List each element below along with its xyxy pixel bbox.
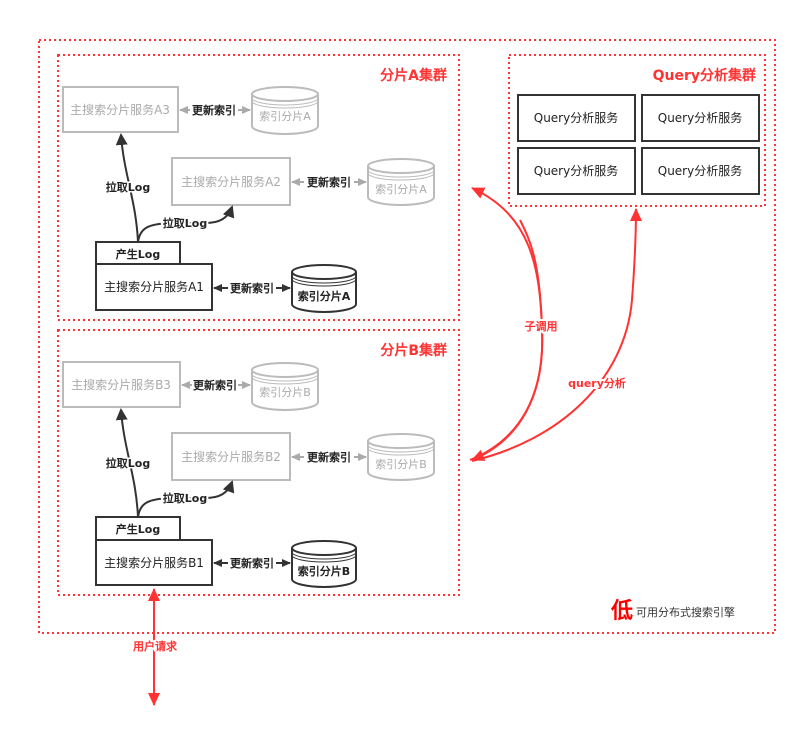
primary-a1-box[interactable] bbox=[95, 263, 213, 311]
replica-b2-box[interactable] bbox=[171, 432, 291, 481]
query-analysis-label: query分析 bbox=[568, 376, 626, 390]
index-shard-a1-cylinder[interactable] bbox=[291, 264, 357, 313]
query-cluster: Query分析集群 Query分析服务 Query分析服务 Query分析服务 … bbox=[508, 54, 766, 207]
replica-b2-label: 主搜索分片服务B2 bbox=[181, 449, 281, 464]
index-shard-b2-cylinder[interactable] bbox=[367, 433, 435, 481]
cluster-b: 分片B集群 主搜索分片服务B3 更新索引 索引分片B 主搜索分片服务B2 更新索… bbox=[57, 329, 460, 596]
replica-a2-update-label: 更新索引 bbox=[307, 175, 351, 189]
pull-log-b2-arrow bbox=[137, 480, 235, 518]
replica-a2-label: 主搜索分片服务A2 bbox=[181, 174, 281, 189]
system-big-char: 低 bbox=[610, 599, 633, 624]
index-shard-a1-label: 索引分片A bbox=[298, 289, 351, 303]
pull-log-b3-label: 拉取Log bbox=[106, 456, 150, 470]
index-shard-b1-label: 索引分片B bbox=[298, 564, 350, 578]
query-service-label-1: Query分析服务 bbox=[534, 110, 618, 125]
sub-call-label: 子调用 bbox=[525, 319, 558, 333]
replica-b3-update-label: 更新索引 bbox=[193, 378, 237, 392]
pull-log-a2-label: 拉取Log bbox=[163, 216, 207, 230]
index-shard-a3-cylinder[interactable] bbox=[251, 86, 319, 135]
replica-a3-box[interactable] bbox=[62, 86, 179, 133]
index-shard-b1-cylinder[interactable] bbox=[291, 540, 357, 588]
cluster-a-title: 分片A集群 bbox=[380, 67, 447, 84]
primary-b1-label: 主搜索分片服务B1 bbox=[104, 555, 204, 570]
primary-b1-update-label: 更新索引 bbox=[230, 556, 274, 570]
pull-log-a3-arrow bbox=[115, 133, 139, 243]
query-service-label-4: Query分析服务 bbox=[658, 163, 742, 178]
query-cluster-title: Query分析集群 bbox=[653, 67, 756, 84]
pull-log-b2-label: 拉取Log bbox=[163, 491, 207, 505]
replica-b2-update-label: 更新索引 bbox=[307, 450, 351, 464]
system-title: 可用分布式搜索引擎 bbox=[636, 605, 735, 619]
query-service-box-3[interactable] bbox=[517, 147, 636, 195]
cluster-b-title: 分片B集群 bbox=[380, 342, 447, 359]
cluster-a: 分片A集群 主搜索分片服务A3 更新索引 索引分片A 主搜索分片服务A2 更新索… bbox=[57, 54, 460, 321]
query-service-label-2: Query分析服务 bbox=[658, 110, 742, 125]
query-analysis-arrow bbox=[471, 208, 642, 462]
query-cluster-boundary bbox=[508, 54, 766, 207]
query-service-box-4[interactable] bbox=[641, 147, 760, 195]
replica-b3-box[interactable] bbox=[62, 361, 181, 408]
primary-a1-update-label: 更新索引 bbox=[230, 281, 274, 295]
query-service-label-3: Query分析服务 bbox=[534, 163, 618, 178]
replica-a2-box[interactable] bbox=[171, 157, 291, 206]
replica-b3-label: 主搜索分片服务B3 bbox=[71, 377, 171, 392]
user-request-label: 用户请求 bbox=[133, 639, 178, 653]
system-boundary bbox=[38, 39, 776, 634]
index-shard-a2-label: 索引分片A bbox=[375, 182, 427, 196]
sub-call-arrow-start bbox=[471, 219, 544, 461]
primary-b1-log-tab-label: 产生Log bbox=[116, 522, 160, 536]
index-shard-b3-label: 索引分片B bbox=[259, 385, 311, 399]
cluster-a-boundary bbox=[57, 54, 460, 321]
pull-log-a2-arrow bbox=[137, 205, 235, 243]
index-shard-b2-label: 索引分片B bbox=[375, 457, 427, 471]
index-shard-b3-cylinder[interactable] bbox=[251, 362, 319, 411]
query-service-box-2[interactable] bbox=[641, 94, 760, 142]
primary-a1-log-tab-label: 产生Log bbox=[116, 247, 160, 261]
pull-log-b3-arrow bbox=[115, 408, 139, 518]
primary-b1-box[interactable] bbox=[95, 539, 213, 586]
index-shard-a3-label: 索引分片A bbox=[259, 109, 311, 123]
replica-a3-label: 主搜索分片服务A3 bbox=[70, 102, 170, 117]
query-service-box-1[interactable] bbox=[517, 94, 636, 142]
replica-a3-update-label: 更新索引 bbox=[192, 103, 236, 117]
index-shard-a2-cylinder[interactable] bbox=[367, 158, 435, 206]
primary-a1-label: 主搜索分片服务A1 bbox=[104, 279, 204, 294]
pull-log-a3-label: 拉取Log bbox=[106, 180, 150, 194]
cluster-b-boundary bbox=[57, 329, 460, 596]
